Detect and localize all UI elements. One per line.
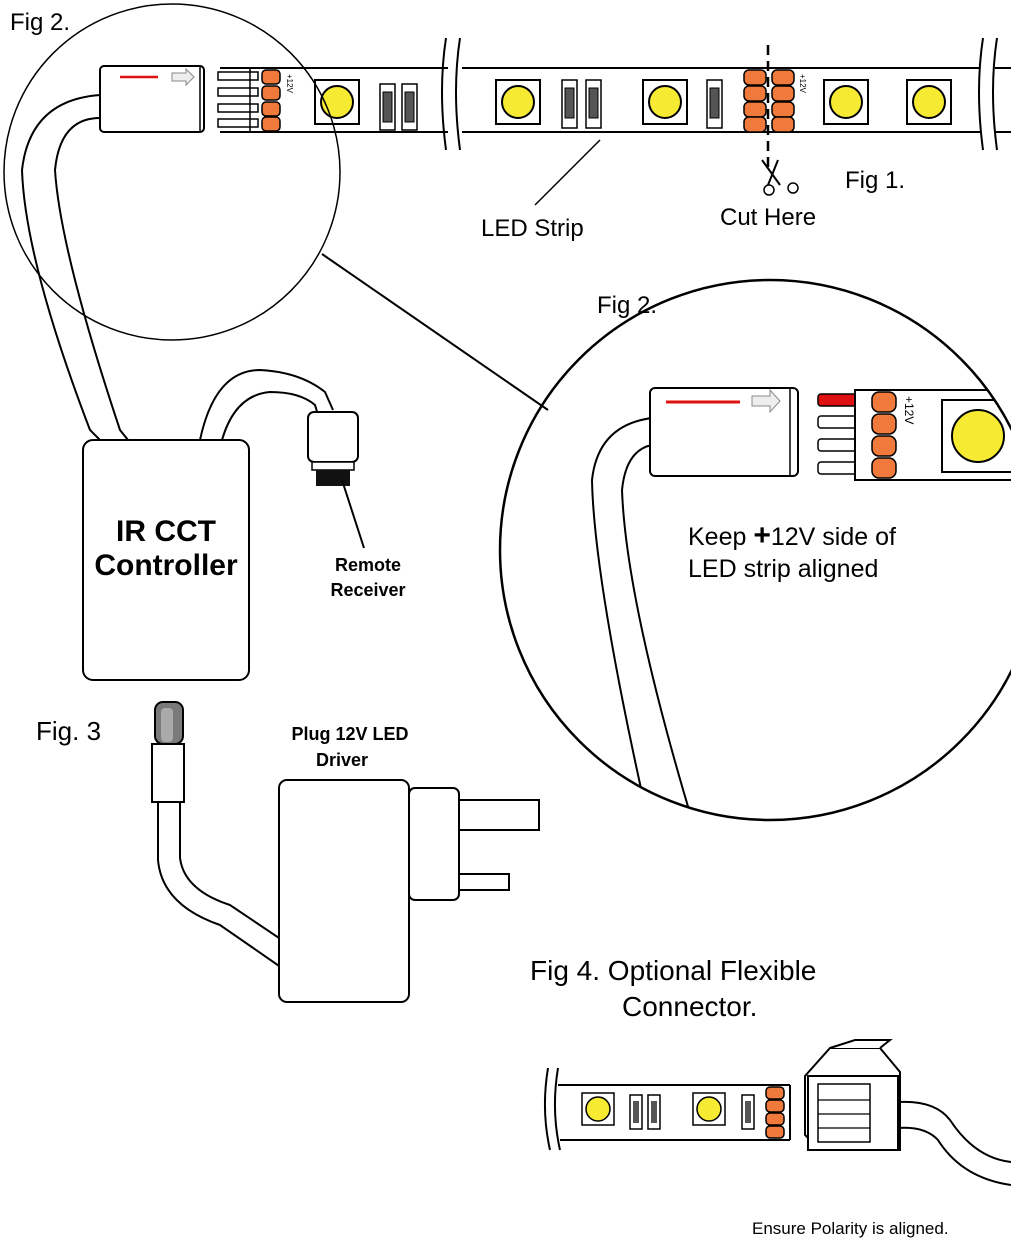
fig2-note-line1: Keep +12V side of xyxy=(688,519,896,552)
receiver-cable xyxy=(199,368,334,441)
led-chip xyxy=(906,79,952,125)
led-strip-label: LED Strip xyxy=(481,215,584,242)
fig1-label: Fig 1. xyxy=(845,167,905,194)
cut-here-label: Cut Here xyxy=(720,204,816,231)
remote-label-line2: Receiver xyxy=(330,580,405,600)
flex-connector xyxy=(804,1039,1011,1186)
fig4-title-line1: Fig 4. Optional Flexible xyxy=(530,955,816,986)
remote-label-line1: Remote xyxy=(335,555,401,575)
led-chip xyxy=(495,79,541,125)
plug-led-driver xyxy=(278,779,540,1003)
strip-end-pads: +12V xyxy=(217,68,294,132)
polarity-note: Ensure Polarity is aligned. xyxy=(752,1219,949,1238)
controller-label-line1: IR CCT xyxy=(116,515,216,548)
controller-label-line2: Controller xyxy=(94,549,238,582)
ir-cct-controller xyxy=(82,439,250,681)
pad-12v-label: +12V xyxy=(285,74,294,94)
driver-label-line2: Driver xyxy=(316,750,368,770)
led-strip-fig1: +12V xyxy=(217,37,1011,206)
resistor xyxy=(379,83,418,131)
driver-label-line1: Plug 12V LED xyxy=(291,724,408,744)
led-strip-pointer xyxy=(534,139,601,206)
resistor xyxy=(561,79,602,129)
scissors-icon xyxy=(761,159,799,196)
fig2-top-label: Fig 2. xyxy=(10,9,70,36)
cut-pads: +12V xyxy=(743,69,807,133)
zoom-circle-source xyxy=(3,3,341,341)
strip-connector-plug xyxy=(99,65,205,133)
fig4-title-line2: Connector. xyxy=(622,991,757,1022)
fig2-zoom-label: Fig 2. xyxy=(597,292,657,319)
driver-cable xyxy=(179,802,283,941)
receiver-pointer xyxy=(341,479,365,549)
led-chip xyxy=(823,79,869,125)
resistor xyxy=(706,79,723,129)
remote-receiver xyxy=(307,411,359,486)
fig2-note-line2: LED strip aligned xyxy=(688,555,878,583)
pad-12v-label: +12V xyxy=(902,396,916,424)
pad-12v-label: +12V xyxy=(798,74,807,94)
strip-break-mark xyxy=(441,37,461,151)
receiver-cable xyxy=(221,390,319,441)
fig4-strip xyxy=(543,1067,791,1151)
strip-break-mark xyxy=(978,37,998,151)
led-chip xyxy=(642,79,688,125)
fig3-label: Fig. 3 xyxy=(36,716,101,746)
controller-cable xyxy=(53,117,129,441)
dc-jack-plug xyxy=(151,701,185,803)
fig2-zoom-view: +12V xyxy=(498,278,1011,822)
controller-cable xyxy=(20,94,101,441)
driver-cable xyxy=(157,802,283,969)
zoom-connector-line xyxy=(321,253,549,411)
led-chip xyxy=(314,79,360,125)
